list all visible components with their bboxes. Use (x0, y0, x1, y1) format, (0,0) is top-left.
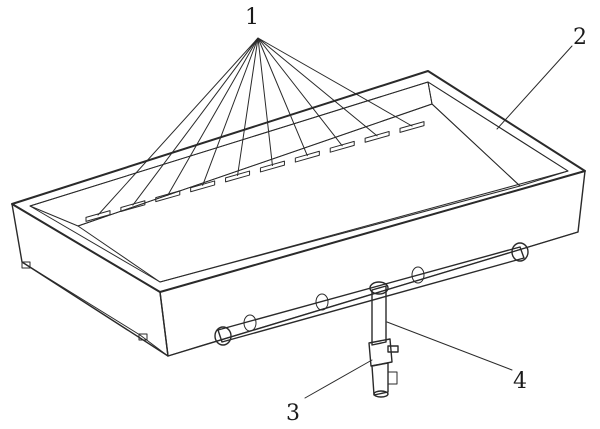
slot-hole (259, 160, 285, 173)
leader-line-1 (167, 37, 259, 196)
leader-line-1 (97, 37, 259, 216)
slot-hole (120, 200, 146, 213)
tray-skirt (21, 261, 169, 357)
label-3: 3 (286, 401, 300, 426)
leader-line-2 (496, 45, 573, 130)
tray-rim-outer (11, 70, 586, 293)
label-2: 2 (573, 25, 587, 50)
tray-foot-left (21, 261, 31, 269)
label-1: 1 (245, 5, 259, 30)
valve-outlet-end (373, 390, 389, 398)
tray-skirt-right (167, 231, 579, 357)
coupling (411, 266, 425, 284)
drain-pipe (214, 242, 529, 346)
valve-handle (387, 345, 399, 353)
leader-line-1 (237, 37, 259, 176)
label-4: 4 (513, 369, 527, 394)
valve-body (368, 338, 393, 367)
tray-front-wall (11, 203, 169, 357)
tray-floor (77, 103, 521, 283)
leader-line-1 (202, 37, 259, 186)
slot-hole (155, 190, 181, 203)
leader-line-1 (257, 37, 273, 167)
leader-line-4 (386, 321, 513, 371)
slot-holes (85, 121, 425, 222)
manifold-cap-right (511, 242, 529, 262)
coupling (315, 293, 329, 311)
slot-hole (190, 180, 216, 193)
tee-vertical (371, 285, 387, 346)
tee-junction (369, 281, 389, 295)
valve-outlet (371, 362, 389, 396)
leader-lines-1 (97, 37, 413, 216)
leader-line-1 (257, 37, 343, 147)
coupling (243, 314, 257, 332)
slot-hole (329, 140, 355, 153)
leader-line-3 (304, 359, 373, 399)
leader-line-1 (132, 37, 259, 206)
leader-line-1 (257, 37, 413, 127)
slot-hole (225, 170, 251, 183)
leader-line-1 (257, 37, 378, 137)
manifold-cap-left (214, 326, 232, 346)
leader-line-1 (257, 37, 308, 157)
tray-foot-center (138, 333, 148, 341)
slot-hole (294, 150, 320, 163)
slot-hole (399, 121, 425, 133)
tray-body (11, 70, 586, 357)
tray-inner-back-wall (29, 81, 433, 227)
slot-hole (85, 210, 111, 222)
valve (368, 338, 399, 398)
slot-hole (364, 130, 390, 143)
tray-inner-end-wall (427, 81, 569, 187)
valve-side-box (387, 371, 398, 385)
manifold-pipe (217, 246, 525, 343)
